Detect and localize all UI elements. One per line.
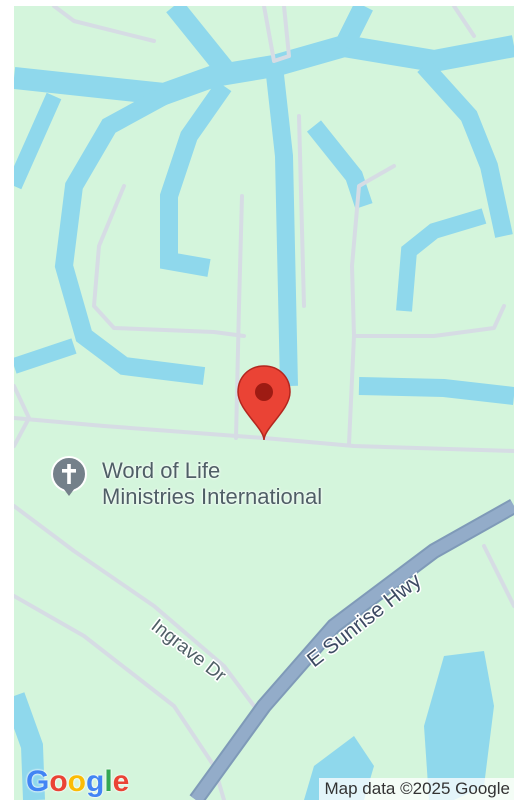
road-ingrave (14, 504, 256, 708)
canal-left-edge (14, 92, 62, 190)
road-top-center (262, 6, 291, 63)
road-right-loop (352, 304, 506, 338)
ingrave-label: Ingrave Dr (147, 615, 230, 687)
canal-top-branch-2 (335, 6, 373, 51)
canal-lower-right (358, 377, 514, 405)
canal-lower-left-spur (14, 338, 77, 374)
poi-name-line2: Ministries International (102, 484, 323, 509)
logo-letter-l: l (104, 765, 113, 798)
poi-label[interactable]: Word of Life Ministries International (102, 458, 322, 510)
canal-center-right (306, 120, 373, 209)
logo-letter-g2: g (86, 765, 105, 798)
highway-fill (191, 500, 514, 800)
logo-letter-e: e (112, 765, 130, 798)
church-cross-icon[interactable] (51, 456, 87, 496)
poi-name-line1: Word of Life (102, 458, 221, 483)
pond-bottom-right (424, 651, 494, 800)
road-left-loop (92, 184, 246, 338)
highway-label: E Sunrise Hwy (303, 569, 426, 672)
logo-letter-o1: o (49, 765, 68, 798)
logo-letter-g: G (26, 765, 50, 798)
road-east-small (482, 544, 514, 608)
canal-center-left (160, 80, 232, 277)
canal-left-loop (54, 88, 206, 385)
road-west-edge (14, 384, 31, 448)
map-attribution[interactable]: Map data ©2025 Google (318, 778, 514, 800)
canal-right-inner (396, 208, 487, 312)
canal-center (265, 65, 298, 387)
highway-e-sunrise (189, 499, 514, 800)
map-view[interactable]: E Sunrise Hwy Ingrave Dr Word of Life Mi… (14, 6, 514, 800)
road-top-right (452, 6, 476, 38)
map-pin-icon[interactable] (237, 365, 291, 441)
canal-bottom-left (14, 692, 45, 800)
road-center-north (234, 194, 244, 440)
road-top-left (52, 6, 156, 43)
logo-letter-o2: o (67, 765, 86, 798)
canal-top-branch (166, 6, 232, 75)
map-canvas[interactable]: E Sunrise Hwy Ingrave Dr (14, 6, 514, 800)
water-canals (14, 6, 514, 800)
road-center-2 (297, 114, 306, 308)
google-logo[interactable]: Google (26, 766, 129, 798)
road-right-north (347, 164, 396, 446)
canal-right-loop (417, 59, 513, 238)
